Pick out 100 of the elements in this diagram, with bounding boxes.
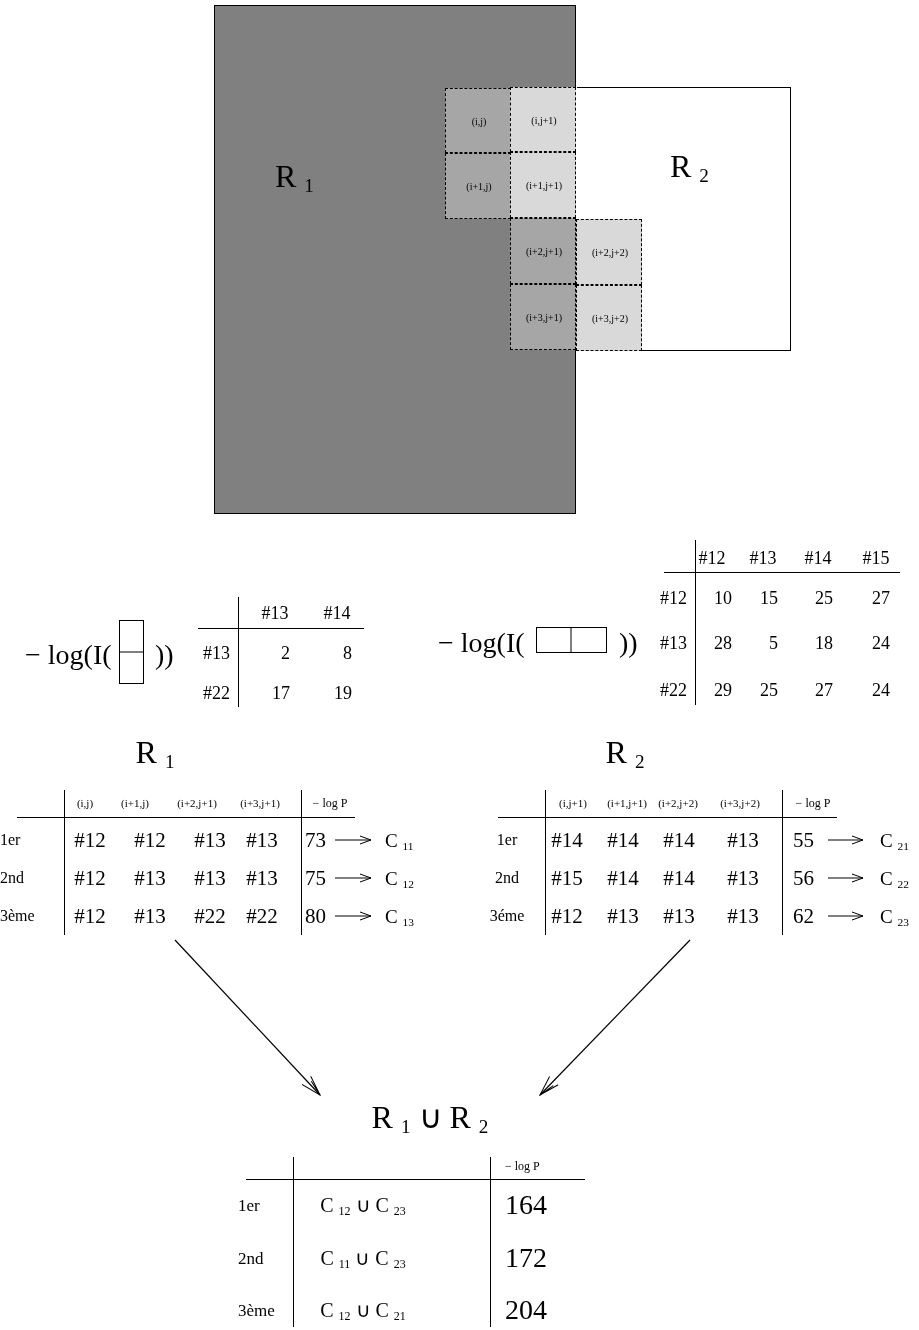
column-header: (i+1,j+1) bbox=[607, 797, 647, 809]
column-header: (i,j+1) bbox=[559, 797, 587, 809]
matrix-value: 27 bbox=[815, 681, 833, 699]
column-header: (i+3,j+2) bbox=[720, 797, 760, 809]
cluster-id: #15 bbox=[551, 867, 583, 889]
score: 73 bbox=[305, 829, 326, 851]
score: 62 bbox=[793, 905, 814, 927]
row-label: 2nd bbox=[495, 870, 519, 886]
column-header: − log P bbox=[312, 797, 348, 809]
row-label: 1er bbox=[496, 832, 518, 848]
grid-square bbox=[576, 285, 642, 351]
matrix-value: 28 bbox=[714, 634, 732, 652]
region-label: R $_{2}$ bbox=[670, 150, 709, 182]
cluster-id: #22 bbox=[194, 905, 226, 927]
cell-index: (i,j+1) bbox=[531, 115, 557, 126]
cluster-id: #12 bbox=[74, 829, 106, 851]
matrix-value: 5 bbox=[769, 634, 778, 652]
class-pair: C $_{12}$ ∪ C $_{23}$ bbox=[320, 1195, 406, 1215]
column-header: (i+2,j+1) bbox=[177, 797, 217, 809]
row-label: 3ème bbox=[238, 1301, 275, 1319]
region-rectangle bbox=[577, 87, 791, 351]
class-label: C $_{11}$ bbox=[385, 830, 414, 850]
row-label: #12 bbox=[660, 589, 687, 607]
row-label: 3éme bbox=[489, 908, 525, 924]
row-label: 2nd bbox=[238, 1249, 264, 1267]
cluster-id: #13 bbox=[727, 867, 759, 889]
formula-text: − log(I( bbox=[25, 641, 112, 669]
cluster-id: #13 bbox=[134, 905, 166, 927]
row-label: #22 bbox=[660, 681, 687, 699]
arrow bbox=[174, 939, 321, 1096]
region-label: R $_{1}$ bbox=[135, 736, 175, 768]
score: 56 bbox=[793, 867, 814, 889]
cluster-id: #12 bbox=[74, 867, 106, 889]
matrix-value: 24 bbox=[872, 634, 890, 652]
score: 80 bbox=[305, 905, 326, 927]
column-header: − log P bbox=[795, 797, 831, 809]
arrow bbox=[539, 939, 691, 1096]
cluster-id: #13 bbox=[727, 829, 759, 851]
formula-text: )) bbox=[619, 629, 638, 657]
matrix-value: 10 bbox=[714, 589, 732, 607]
cluster-id: #22 bbox=[246, 905, 278, 927]
region-rectangle bbox=[214, 5, 576, 514]
column-header: #15 bbox=[862, 549, 890, 567]
matrix-value: 27 bbox=[872, 589, 890, 607]
column-header: #14 bbox=[804, 549, 832, 567]
matrix-value: 17 bbox=[272, 684, 290, 702]
cluster-id: #13 bbox=[246, 829, 278, 851]
cluster-id: #13 bbox=[246, 867, 278, 889]
cluster-id: #14 bbox=[551, 829, 583, 851]
cluster-id: #13 bbox=[194, 829, 226, 851]
matrix-value: 25 bbox=[760, 681, 778, 699]
matrix-value: 18 bbox=[815, 634, 833, 652]
cluster-id: #13 bbox=[727, 905, 759, 927]
score: 204 bbox=[505, 1296, 547, 1324]
score: 75 bbox=[305, 867, 326, 889]
grid-square bbox=[445, 153, 511, 219]
matrix-value: 25 bbox=[815, 589, 833, 607]
formula-text: − log(I( bbox=[438, 629, 525, 657]
class-label: C $_{22}$ bbox=[880, 868, 909, 888]
matrix-value: 8 bbox=[343, 644, 352, 662]
cluster-id: #12 bbox=[551, 905, 583, 927]
class-pair: C $_{12}$ ∪ C $_{21}$ bbox=[320, 1300, 406, 1320]
matrix-value: 24 bbox=[872, 681, 890, 699]
score: 172 bbox=[505, 1244, 547, 1272]
row-label: 1er bbox=[0, 832, 21, 848]
column-header: (i+2,j+2) bbox=[658, 797, 698, 809]
cluster-id: #14 bbox=[607, 867, 639, 889]
matrix-value: 15 bbox=[760, 589, 778, 607]
cell-index: (i+1,j) bbox=[466, 182, 492, 192]
cluster-id: #14 bbox=[663, 867, 695, 889]
row-label: 1er bbox=[238, 1196, 260, 1214]
cell-index: (i+3,j+2) bbox=[592, 314, 628, 324]
column-header: #13 bbox=[749, 549, 777, 567]
cell-index: (i+2,j+2) bbox=[592, 248, 628, 258]
formula-text: )) bbox=[155, 641, 174, 669]
region-label: R $_{1}$ bbox=[275, 160, 314, 192]
cluster-id: #13 bbox=[663, 905, 695, 927]
cluster-id: #13 bbox=[134, 867, 166, 889]
column-header: #13 bbox=[261, 604, 289, 622]
row-label: 3ème bbox=[0, 908, 35, 924]
column-header: − log P bbox=[505, 1160, 540, 1172]
grid-square bbox=[445, 88, 511, 153]
cluster-id: #12 bbox=[134, 829, 166, 851]
row-label: #13 bbox=[203, 644, 230, 662]
cell-index: (i+3,j+1) bbox=[526, 313, 562, 323]
column-header: (i+1,j) bbox=[121, 797, 149, 809]
cell-index: (i,j) bbox=[471, 116, 487, 127]
matrix-value: 19 bbox=[334, 684, 352, 702]
column-header: #12 bbox=[698, 549, 726, 567]
score: 164 bbox=[505, 1191, 547, 1219]
class-label: C $_{12}$ bbox=[385, 868, 414, 888]
class-label: C $_{23}$ bbox=[880, 906, 909, 926]
column-header: (i,j) bbox=[76, 797, 94, 809]
column-header: #14 bbox=[323, 604, 351, 622]
class-pair: C $_{11}$ ∪ C $_{23}$ bbox=[320, 1248, 406, 1268]
cell-index: (i+2,j+1) bbox=[526, 247, 562, 257]
cluster-id: #13 bbox=[607, 905, 639, 927]
matrix-value: 2 bbox=[281, 644, 290, 662]
cell-index: (i+1,j+1) bbox=[526, 181, 562, 191]
cluster-id: #14 bbox=[607, 829, 639, 851]
